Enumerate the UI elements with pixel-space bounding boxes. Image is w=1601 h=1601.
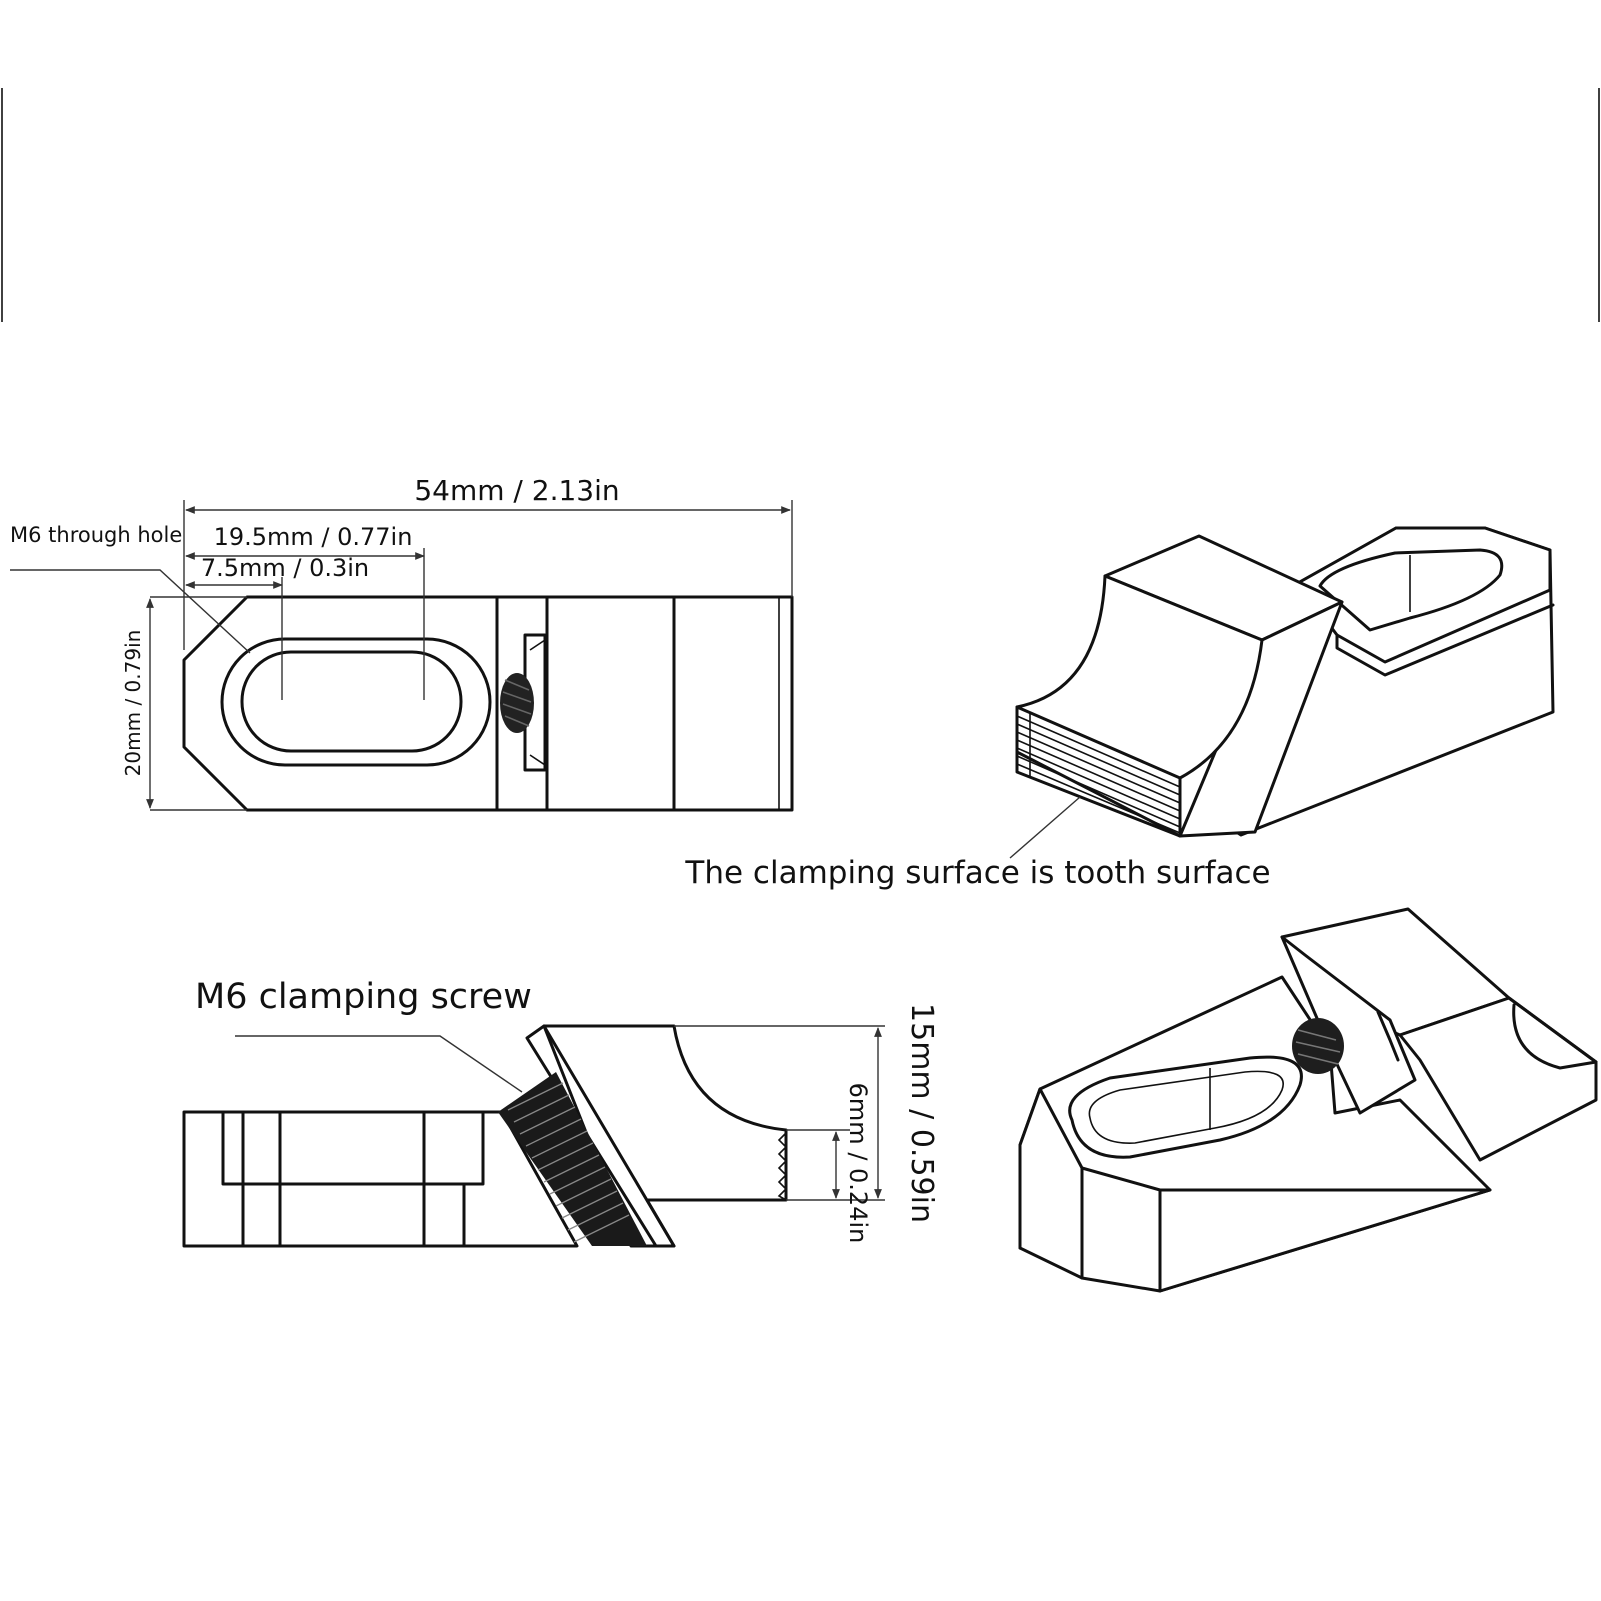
length-dimension-label: 54mm / 2.13in <box>414 474 619 507</box>
hole-label: M6 through hole <box>10 523 182 547</box>
slot-offset-dimension-label: 7.5mm / 0.3in <box>201 554 369 582</box>
width-dimension-label: 20mm / 0.79in <box>121 630 145 777</box>
tooth-height-dimension-label: 6mm / 0.24in <box>844 1083 872 1244</box>
slot-outer <box>220 637 492 767</box>
iso-view-2 <box>1018 907 1598 1293</box>
iso-view-1: The clamping surface is tooth surface <box>684 526 1555 891</box>
tooth-surface-callout: The clamping surface is tooth surface <box>684 855 1270 891</box>
side-view: M6 clamping screw 15mm / 0.59in 6mm / 0.… <box>182 977 939 1248</box>
top-view-outline <box>182 595 794 812</box>
slot-inner <box>240 650 463 753</box>
screw-label: M6 clamping screw <box>195 977 532 1017</box>
tooth-surface <box>1015 705 1182 838</box>
height-dimension-label: 15mm / 0.59in <box>904 1003 939 1223</box>
clamping-screw <box>498 1072 647 1246</box>
slot-span-dimension-label: 19.5mm / 0.77in <box>214 523 413 551</box>
frame-edges <box>1 88 1600 322</box>
screw-top <box>500 633 547 772</box>
top-view: 54mm / 2.13in 19.5mm / 0.77in 7.5mm / 0.… <box>10 474 794 812</box>
